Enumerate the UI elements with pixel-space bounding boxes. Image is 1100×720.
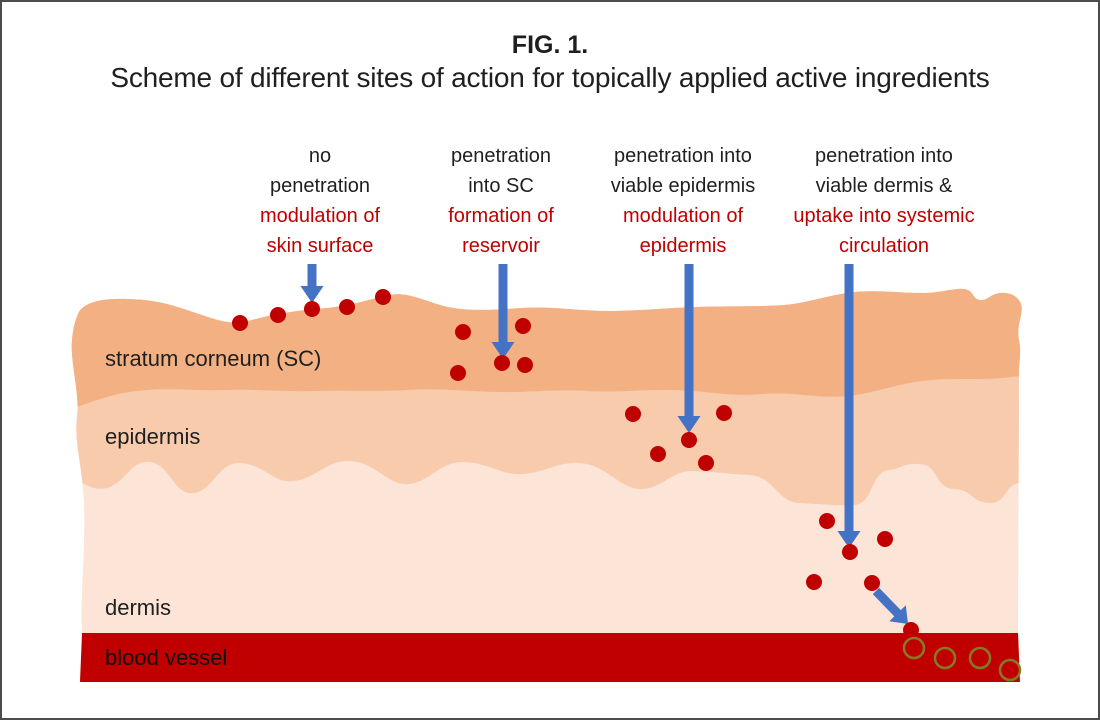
annotation-penetration-dermis-systemic: penetration into viable dermis & uptake … — [762, 141, 1006, 261]
annotation-line-black: penetration into — [614, 145, 752, 167]
drug-particle-dot-stratum-corneum — [517, 357, 533, 373]
drug-particle-dot-epidermis — [681, 432, 697, 448]
drug-particle-dot-epidermis — [698, 455, 714, 471]
annotation-penetration-into-sc: penetration into SC formation of reservo… — [389, 141, 613, 261]
annotation-line-red: formation of — [448, 205, 554, 227]
drug-particle-dot-dermis — [806, 574, 822, 590]
annotation-line-red: epidermis — [639, 235, 727, 257]
drug-particle-dot-dermis — [842, 544, 858, 560]
annotation-line-black: into SC — [468, 175, 534, 197]
drug-particle-dot-dermis — [877, 531, 893, 547]
annotation-line-black: penetration into — [815, 145, 953, 167]
drug-particle-dot-stratum-corneum — [494, 355, 510, 371]
figure-title: Scheme of different sites of action for … — [110, 62, 990, 93]
annotation-line-red: uptake into systemic — [793, 205, 975, 227]
drug-particle-dot-surface — [375, 289, 391, 305]
drug-particle-dot-surface — [304, 301, 320, 317]
circulation-molecule-ring — [933, 646, 957, 670]
annotation-line-black: viable epidermis — [610, 175, 756, 197]
annotation-line-black: penetration — [269, 175, 371, 197]
annotation-line-black: viable dermis & — [815, 175, 953, 197]
drug-particle-dot-surface — [232, 315, 248, 331]
penetration-arrow-epidermis — [677, 264, 701, 433]
penetration-arrows — [300, 264, 908, 624]
drug-particle-dot-surface — [339, 299, 355, 315]
annotation-line-red: circulation — [838, 235, 930, 257]
penetration-arrow-into-vessel — [872, 587, 908, 624]
label-blood-vessel: blood vessel — [105, 645, 228, 670]
drug-particle-dot-vessel-entry — [903, 622, 919, 638]
drug-particle-dot-stratum-corneum — [450, 365, 466, 381]
drug-particle-dot-dermis — [819, 513, 835, 529]
label-dermis: dermis — [105, 595, 172, 620]
annotation-line-red: reservoir — [462, 235, 540, 257]
drug-particle-dot-surface — [270, 307, 286, 323]
annotation-penetration-epidermis: penetration into viable epidermis modula… — [568, 141, 798, 261]
circulation-molecules — [902, 636, 1022, 682]
label-stratum-corneum: stratum corneum (SC) — [105, 346, 322, 371]
penetration-arrow-skin-surface — [300, 264, 324, 303]
annotation-line-black: penetration — [450, 145, 552, 167]
annotation-line-red: modulation of — [259, 205, 381, 227]
circulation-molecule-ring — [998, 658, 1022, 682]
title-block: FIG. 1. Scheme of different sites of act… — [2, 30, 1098, 96]
drug-particle-dot-dermis — [864, 575, 880, 591]
figure-label: FIG. 1. — [511, 31, 589, 59]
annotation-line-black: no — [308, 145, 332, 167]
annotation-no-penetration: no penetration modulation of skin surfac… — [208, 141, 432, 261]
drug-particle-dot-stratum-corneum — [515, 318, 531, 334]
drug-particle-dot-epidermis — [650, 446, 666, 462]
circulation-molecule-ring — [968, 646, 992, 670]
annotation-line-red: skin surface — [266, 235, 374, 257]
drug-particle-dot-epidermis — [716, 405, 732, 421]
circulation-molecule-ring — [902, 636, 926, 660]
penetration-arrow-stratum-corneum — [491, 264, 515, 359]
annotation-line-red: modulation of — [622, 205, 744, 227]
drug-particle-dot-epidermis — [625, 406, 641, 422]
penetration-arrow-dermis — [837, 264, 861, 548]
blood-vessel-layer — [71, 633, 1022, 682]
drug-particle-dot-stratum-corneum — [455, 324, 471, 340]
label-epidermis: epidermis — [105, 424, 201, 449]
drug-particles — [232, 289, 919, 638]
